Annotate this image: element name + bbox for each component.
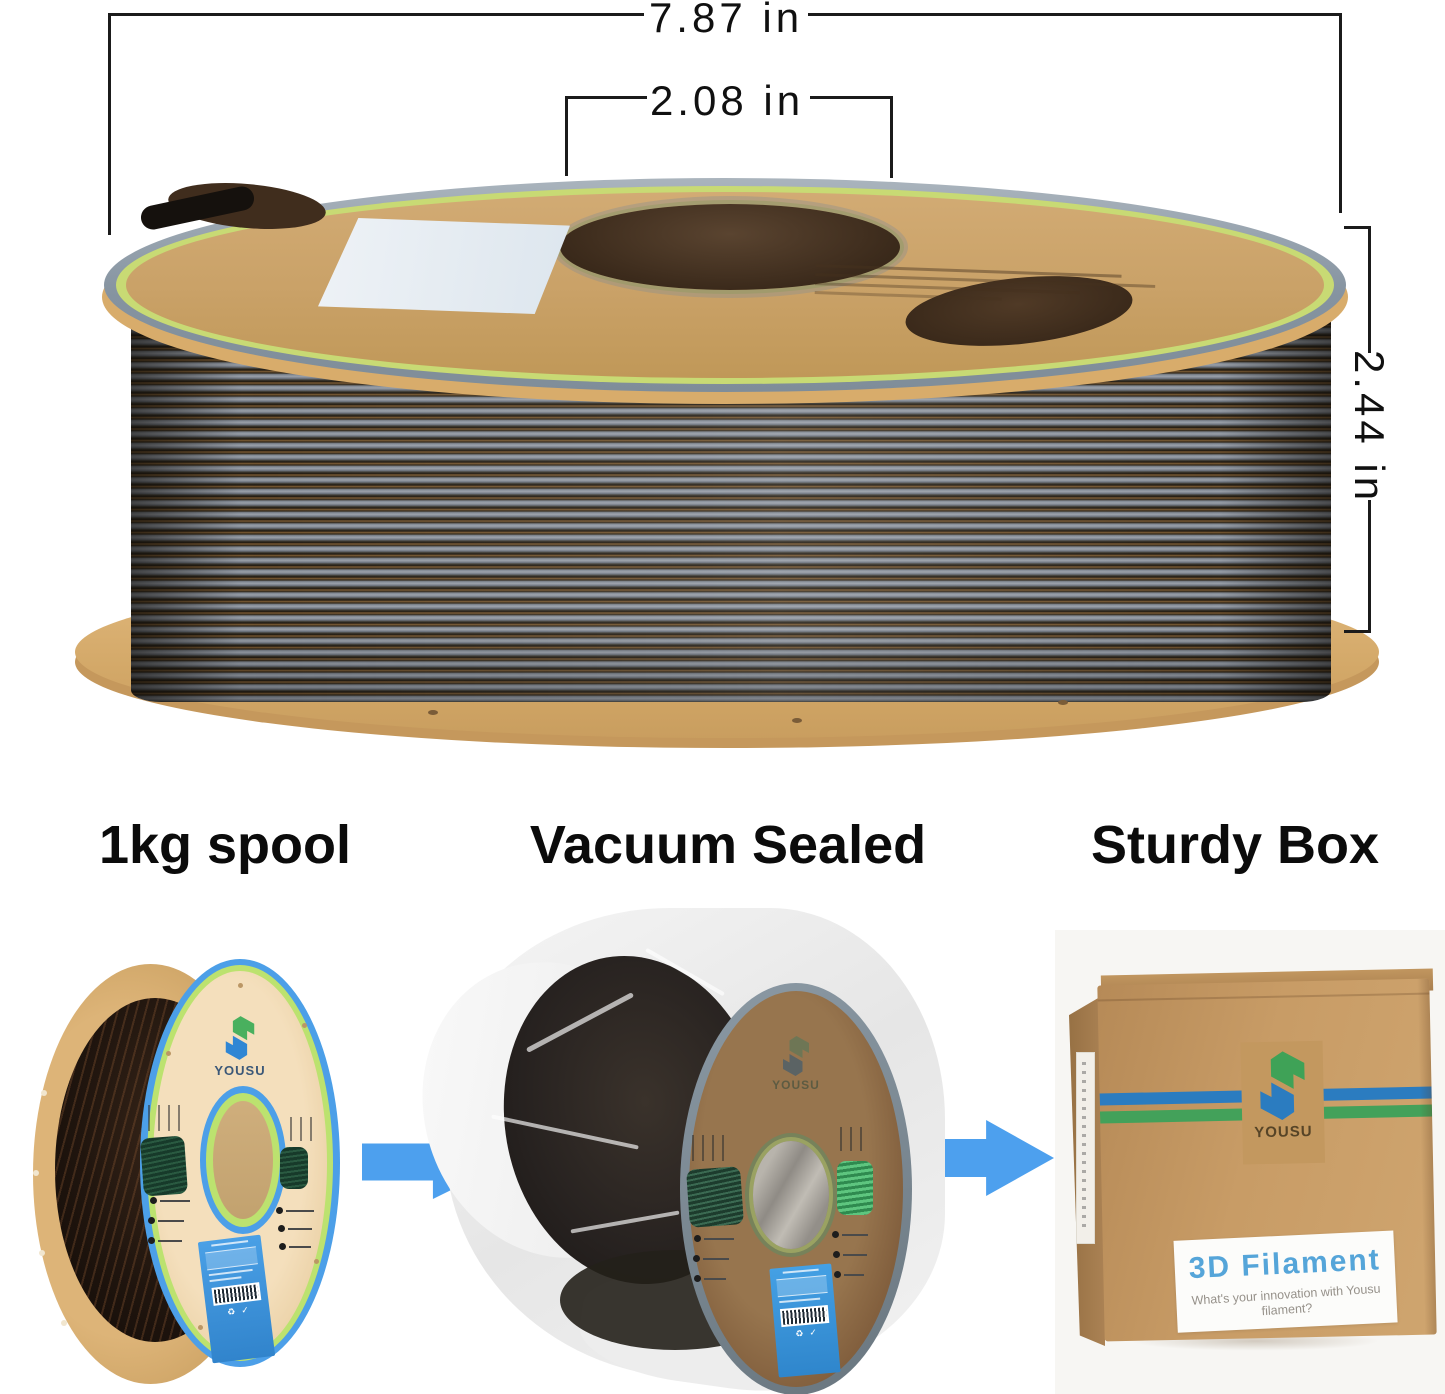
- photo-vacuum-sealed: YOUSU ♻✓: [381, 900, 975, 1394]
- social-icon: [832, 1231, 839, 1238]
- filament-window-left: [686, 1166, 744, 1228]
- ruler-ticks-right: [290, 1117, 318, 1141]
- dim-hub-label: 2.08 in: [649, 77, 805, 124]
- dim-height-line-top: [1368, 226, 1371, 353]
- box-front: YOUSU 3D Filament What's your innovation…: [1097, 978, 1437, 1342]
- box-side-label-text-lines: [1082, 1062, 1086, 1230]
- yousu-logo: YOUSU: [680, 1035, 912, 1092]
- feature-label-vacuum-sealed: Vacuum Sealed: [529, 815, 927, 875]
- flange-hole: [428, 710, 438, 715]
- check-icon: ✓: [808, 1327, 818, 1338]
- brand-name: YOUSU: [1254, 1123, 1313, 1142]
- hub-hole: [753, 1141, 829, 1249]
- social-icon-row: [833, 1251, 867, 1258]
- hub-hole: [213, 1101, 273, 1219]
- feature-label-sturdy-box: Sturdy Box: [1090, 815, 1380, 875]
- dim-hub-drop-right: [890, 96, 893, 178]
- check-icon: ✓: [240, 1304, 250, 1316]
- brand-name: YOUSU: [772, 1078, 820, 1092]
- brand-name: YOUSU: [214, 1063, 266, 1078]
- flange-hole: [792, 718, 802, 723]
- social-icon-row: [150, 1197, 190, 1204]
- social-icon-row: [276, 1207, 314, 1214]
- yousu-logo-icon: [783, 1036, 809, 1076]
- ruler-ticks-left: [692, 1135, 732, 1161]
- right-arrow-icon: [922, 1120, 1054, 1196]
- barcode-icon: [210, 1282, 261, 1306]
- ruler-ticks-left: [148, 1105, 186, 1131]
- social-icon: [694, 1235, 701, 1242]
- box-label-tagline: What's your innovation with Yousu filame…: [1191, 1281, 1381, 1319]
- social-icon: [150, 1197, 157, 1204]
- social-icon-row: [148, 1217, 184, 1224]
- social-icon: [694, 1275, 701, 1282]
- yousu-logo: YOUSU: [140, 1015, 340, 1078]
- social-icon-row: [279, 1243, 311, 1250]
- yousu-logo-icon: [1260, 1051, 1305, 1120]
- social-icon: [148, 1237, 155, 1244]
- dim-outer-line-left: [108, 13, 644, 16]
- dim-height-line-bottom: [1368, 500, 1371, 633]
- dim-hub-line-left: [565, 96, 647, 99]
- barcode-icon: [779, 1304, 830, 1328]
- flange-hole: [1058, 700, 1068, 705]
- dim-outer-line-right: [808, 13, 1342, 16]
- social-icon: [278, 1225, 285, 1232]
- spool-face: YOUSU: [140, 959, 340, 1367]
- dim-hub-drop-left: [565, 96, 568, 176]
- social-icon: [148, 1217, 155, 1224]
- spool-center-hole: [560, 204, 900, 290]
- box-front-label: 3D Filament What's your innovation with …: [1173, 1230, 1398, 1333]
- bagged-spool-face: YOUSU ♻✓: [680, 983, 912, 1394]
- dim-outer-drop-left: [108, 13, 111, 235]
- social-icon-row: [834, 1271, 864, 1278]
- feature-label-1kg-spool: 1kg spool: [98, 815, 352, 875]
- recycle-icon: ♻: [794, 1328, 804, 1339]
- dim-outer-drop-right: [1339, 13, 1342, 213]
- filament-window-right: [280, 1147, 308, 1189]
- social-icon-row: [278, 1225, 312, 1232]
- recycle-icon: ♻: [226, 1306, 236, 1318]
- social-icon-row: [694, 1235, 734, 1242]
- box-logo-block: YOUSU: [1240, 1040, 1326, 1165]
- social-icon: [693, 1255, 700, 1262]
- filament-window-right: [837, 1161, 873, 1215]
- filament-window-left: [140, 1135, 188, 1197]
- social-icon-row: [832, 1231, 868, 1238]
- social-icon: [833, 1251, 840, 1258]
- spool-top-label: [318, 218, 570, 314]
- dim-height-label: 2.44 in: [1346, 349, 1393, 505]
- box-label-title: 3D Filament: [1188, 1243, 1382, 1286]
- box-flap-crease: [1097, 992, 1430, 1002]
- photo-spool: YOUSU: [25, 940, 360, 1394]
- social-icon-row: [693, 1255, 729, 1262]
- product-sticker: ♻✓: [769, 1263, 841, 1378]
- social-icon-row: [694, 1275, 726, 1282]
- social-icon-row: [148, 1237, 182, 1244]
- social-icon: [834, 1271, 841, 1278]
- yousu-logo-icon: [225, 1016, 255, 1060]
- social-icon: [279, 1243, 286, 1250]
- dim-hub-line-right: [810, 96, 893, 99]
- dim-height-tick-top: [1344, 226, 1371, 229]
- social-icon: [276, 1207, 283, 1214]
- ruler-ticks-right: [840, 1127, 870, 1151]
- photo-sturdy-box: YOUSU 3D Filament What's your innovation…: [1055, 930, 1445, 1394]
- dim-outer-label: 7.87 in: [648, 0, 804, 41]
